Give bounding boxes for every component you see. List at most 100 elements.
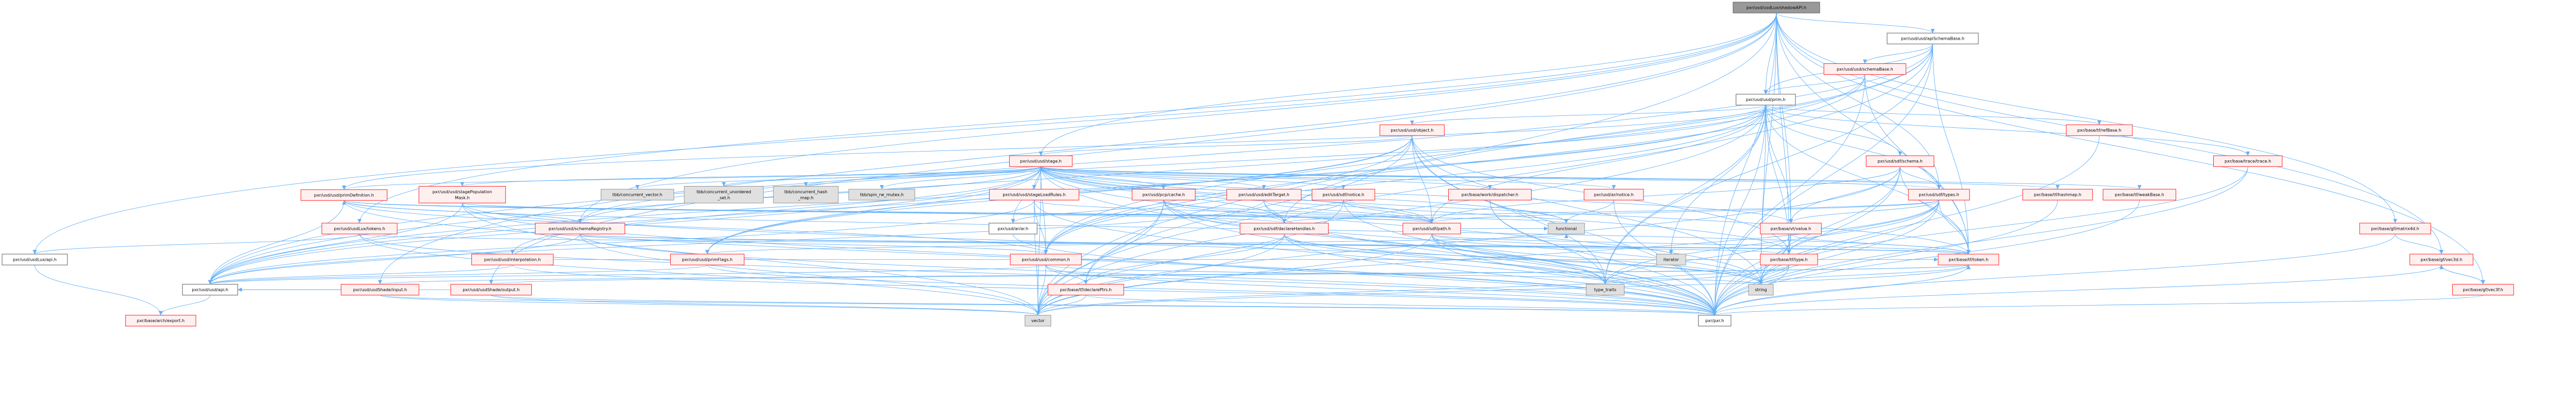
edge-shadow-to-vec3f xyxy=(1776,13,2485,284)
node-box xyxy=(321,223,398,234)
edge-dispatcher-to-functional xyxy=(1489,200,1569,224)
edge-loadrules-to-usdapi xyxy=(208,200,1035,284)
node-dispatcher[interactable]: pxr/base/work/dispatcher.h xyxy=(1448,189,1532,200)
node-usdapi[interactable]: pxr/usd/usd/api.h xyxy=(182,284,238,296)
node-label: pxr/usd/ar/ar.h xyxy=(997,226,1028,231)
node-primflags[interactable]: pxr/usd/usd/primFlags.h xyxy=(670,254,744,265)
node-label: pxr/usd/sdf/notice.h xyxy=(1323,192,1364,197)
edge-sdfnotice-to-pxr xyxy=(1343,200,1717,315)
edge-primdef-to-usdapi xyxy=(208,200,345,284)
node-box xyxy=(989,223,1038,234)
node-string[interactable]: string xyxy=(1748,284,1774,296)
node-apisb[interactable]: pxr/usd/usd/apiSchemaBase.h xyxy=(1887,32,1979,44)
edge-prim-to-vector xyxy=(1036,105,1766,315)
node-trace[interactable]: pxr/base/trace/trace.h xyxy=(2213,155,2283,167)
node-arar[interactable]: pxr/usd/ar/ar.h xyxy=(989,223,1038,234)
node-luxapi[interactable]: pxr/usd/usdLux/api.h xyxy=(2,254,68,265)
node-pxr[interactable]: pxr/pxr.h xyxy=(1698,315,1732,327)
edge-declhandles-to-string xyxy=(1284,234,1763,284)
node-output[interactable]: pxr/usd/usdShade/output.h xyxy=(450,284,532,296)
node-label: pxr/base/tf/type.h xyxy=(1770,257,1808,262)
node-weakbase[interactable]: pxr/base/tf/weakBase.h xyxy=(2103,189,2176,200)
edge-stage-to-primflags xyxy=(705,166,1041,255)
node-cuset[interactable]: tbb/concurrent_unordered_set.h xyxy=(684,186,764,204)
edge-apisb-to-typetraits xyxy=(1603,44,1933,284)
edges-layer xyxy=(32,12,2485,316)
node-box xyxy=(1823,63,1906,75)
node-luxtokens[interactable]: pxr/usd/usdLux/tokens.h xyxy=(321,223,398,234)
node-input[interactable]: pxr/usd/usdShade/input.h xyxy=(341,284,419,296)
node-spin[interactable]: tbb/spin_rw_mutex.h xyxy=(848,189,916,200)
node-box xyxy=(2452,284,2514,296)
node-box xyxy=(2,254,68,265)
edge-primdef-to-common xyxy=(344,200,1048,255)
node-common[interactable]: pxr/usd/usd/common.h xyxy=(1010,254,1082,265)
node-label: iterator xyxy=(1664,257,1680,262)
node-typetraits[interactable]: type_traits xyxy=(1586,284,1625,296)
node-pcpcache[interactable]: pxr/usd/pcp/cache.h xyxy=(1131,189,1196,200)
node-declhandles[interactable]: pxr/usd/sdf/declareHandles.h xyxy=(1240,223,1329,234)
edge-schemareg-to-usdapi xyxy=(208,234,581,284)
node-matrix4d[interactable]: pxr/base/gf/matrix4d.h xyxy=(2359,223,2431,234)
node-arnotice[interactable]: pxr/usd/ar/notice.h xyxy=(1584,189,1644,200)
edge-apisb-to-common xyxy=(1044,44,1933,255)
edge-sdfpath-to-tftoken xyxy=(1431,233,1971,255)
node-prim[interactable]: pxr/usd/usd/prim.h xyxy=(1736,94,1796,106)
node-interp[interactable]: pxr/usd/usd/interpolation.h xyxy=(471,254,554,265)
node-iterator[interactable]: iterator xyxy=(1656,254,1686,265)
node-box xyxy=(1733,2,1820,13)
edge-vec3d-to-pxr xyxy=(1713,265,2442,315)
edge-luxapi-to-export xyxy=(34,265,163,315)
node-export[interactable]: pxr/base/arch/export.h xyxy=(125,315,196,327)
node-schemabase[interactable]: pxr/usd/usd/schemaBase.h xyxy=(1823,63,1906,75)
edge-input-to-vector xyxy=(380,295,1040,316)
edge-refbase-to-pxr xyxy=(1713,136,2100,315)
node-chash[interactable]: tbb/concurrent_hash_map.h xyxy=(773,186,839,204)
node-vec3d[interactable]: pxr/base/gf/vec3d.h xyxy=(2409,254,2473,265)
node-hashmap[interactable]: pxr/base/tf/hashmap.h xyxy=(2022,189,2093,200)
node-schemareg[interactable]: pxr/usd/usd/schemaRegistry.h xyxy=(535,223,625,234)
node-label: functional xyxy=(1556,226,1577,231)
node-sdfschema[interactable]: pxr/usd/sdf/schema.h xyxy=(1866,155,1935,167)
node-label: pxr/usd/usdShade/input.h xyxy=(353,287,406,292)
edge-primflags-to-usdapi xyxy=(208,264,708,284)
node-box xyxy=(300,189,387,201)
edge-input-to-tftoken xyxy=(380,264,1970,284)
node-vector[interactable]: vector xyxy=(1024,315,1052,327)
node-stage[interactable]: pxr/usd/usd/stage.h xyxy=(1009,155,1073,167)
node-label: pxr/usd/sdf/path.h xyxy=(1413,226,1451,231)
node-primdef[interactable]: pxr/usd/usd/primDefinition.h xyxy=(300,189,387,201)
node-box xyxy=(1024,315,1052,327)
node-tftype[interactable]: pxr/base/tf/type.h xyxy=(1760,254,1818,265)
node-shadow[interactable]: pxr/usd/usdLux/shadowAPI.h xyxy=(1733,2,1820,13)
node-refbase[interactable]: pxr/base/tf/refBase.h xyxy=(2065,124,2133,136)
edge-vtvalue-to-pxr xyxy=(1713,234,1791,315)
node-vec3f[interactable]: pxr/base/gf/vec3f.h xyxy=(2452,284,2514,296)
node-label: pxr/usd/usdLux/api.h xyxy=(13,257,57,262)
edge-interp-to-usdapi xyxy=(208,264,513,284)
node-label: pxr/usd/usd/schemaRegistry.h xyxy=(549,226,612,231)
node-functional[interactable]: functional xyxy=(1548,223,1585,234)
node-declptrs[interactable]: pxr/base/tf/declarePtrs.h xyxy=(1047,284,1124,296)
edge-prim-to-string xyxy=(1758,105,1766,284)
node-object[interactable]: pxr/usd/usd/object.h xyxy=(1379,124,1445,136)
node-sdfnotice[interactable]: pxr/usd/sdf/notice.h xyxy=(1312,189,1376,200)
node-tftoken[interactable]: pxr/base/tf/token.h xyxy=(1938,254,1999,265)
edge-schemabase-to-prim xyxy=(1764,74,1866,94)
edge-declptrs-to-pxr xyxy=(1086,295,1717,316)
node-label: pxr/usd/sdf/declareHandles.h xyxy=(1253,226,1315,231)
node-sdfpath[interactable]: pxr/usd/sdf/path.h xyxy=(1402,223,1461,234)
node-edittarget[interactable]: pxr/usd/usd/editTarget.h xyxy=(1226,189,1302,200)
node-sdftypes[interactable]: pxr/usd/sdf/types.h xyxy=(1908,189,1970,200)
node-label: type_traits xyxy=(1594,287,1616,292)
node-cvec[interactable]: tbb/concurrent_vector.h xyxy=(600,189,674,200)
node-box xyxy=(341,284,419,296)
node-label: pxr/usd/usd/apiSchemaBase.h xyxy=(1901,36,1964,41)
node-loadrules[interactable]: pxr/usd/usd/stageLoadRules.h xyxy=(989,189,1079,200)
node-vtvalue[interactable]: pxr/base/vt/value.h xyxy=(1760,223,1822,234)
node-box xyxy=(1760,223,1822,234)
edge-object-to-typetraits xyxy=(1412,136,1607,284)
node-label: pxr/base/tf/weakBase.h xyxy=(2115,192,2164,197)
edge-object-to-sdfpath xyxy=(1412,136,1434,223)
